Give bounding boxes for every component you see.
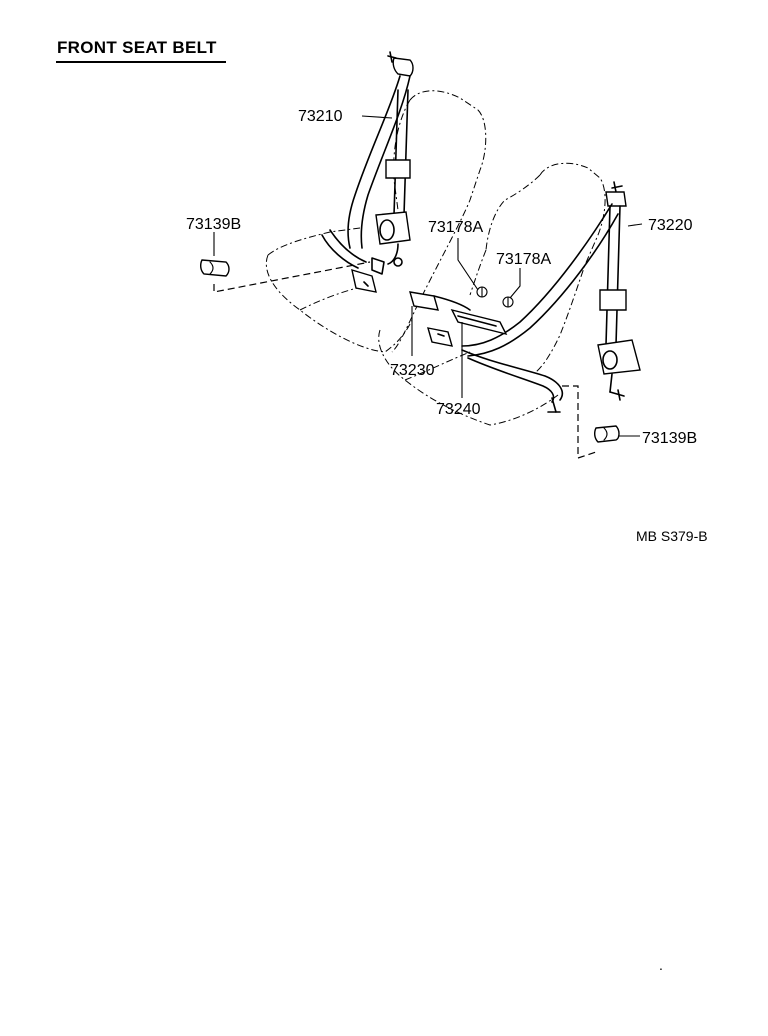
label-73230: 73230 (390, 362, 435, 379)
leader-73220 (627, 223, 643, 227)
left-cover-dashed-link (213, 261, 371, 293)
label-73139b-right: 73139B (642, 430, 697, 447)
right-belt-assembly (461, 181, 641, 413)
label-73220: 73220 (648, 217, 693, 234)
right-seat-outline (378, 162, 606, 426)
diagram-title: FRONT SEAT BELT (57, 38, 217, 57)
title-underline (56, 61, 226, 63)
right-cover-dashed-link (562, 385, 597, 459)
left-belt-assembly (321, 51, 414, 293)
footer-mark: . (659, 957, 663, 973)
leader-73210 (361, 115, 393, 119)
diagram-code: MB S379-B (636, 528, 708, 544)
label-73139b-left: 73139B (186, 216, 241, 233)
leader-73178a-upper (457, 238, 479, 291)
label-73240: 73240 (436, 401, 481, 418)
anchor-cover-left (199, 259, 230, 277)
label-73210: 73210 (298, 108, 343, 125)
label-73178a-lower: 73178A (496, 251, 551, 268)
label-73178a-upper: 73178A (428, 219, 483, 236)
center-buckles (409, 286, 514, 347)
leader-73178a-lower (509, 268, 521, 299)
anchor-cover-right (593, 425, 620, 443)
